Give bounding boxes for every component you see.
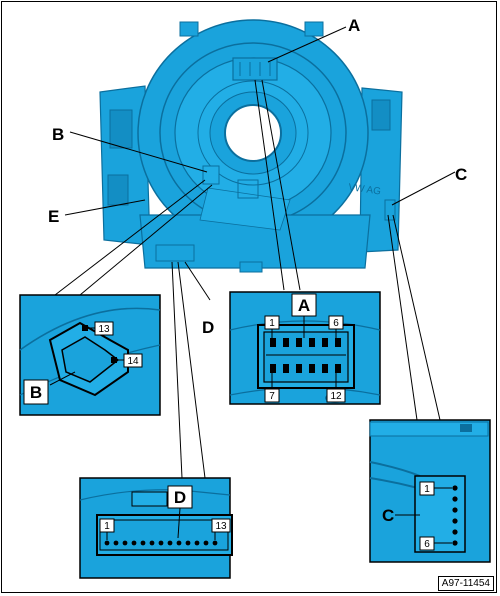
inset-b: 13 14 B <box>19 294 161 416</box>
inset-a-top-pins <box>270 338 341 347</box>
pin-label-1: 1 <box>104 521 110 532</box>
figure-number: A97-11454 <box>437 576 494 591</box>
pin-label-1: 1 <box>269 318 275 329</box>
callout-d: D <box>202 318 214 337</box>
callout-b: B <box>52 125 64 144</box>
inset-a: 1 6 7 12 A <box>229 291 381 405</box>
inset-a-bottom-pins <box>270 364 341 373</box>
inset-c-label: C <box>382 506 394 525</box>
callout-c: C <box>455 165 467 184</box>
inset-c: 1 6 C <box>369 419 491 563</box>
part-marking: VW AG <box>348 182 382 197</box>
inset-a-label: A <box>298 296 310 315</box>
pin-label-14: 14 <box>127 356 139 367</box>
pin-label-13: 13 <box>98 324 110 335</box>
pin-label-6: 6 <box>333 318 339 329</box>
pin-label-12: 12 <box>330 391 342 402</box>
leader-lines <box>54 26 456 479</box>
inset-b-label: B <box>30 383 42 402</box>
inset-d-label: D <box>174 488 186 507</box>
pin-label-6: 6 <box>424 539 430 550</box>
inset-c-pin-column <box>452 485 458 546</box>
pin-label-1: 1 <box>424 484 430 495</box>
inset-d: 1 13 D <box>79 477 233 579</box>
clock-spring-body: VW AG <box>99 19 403 273</box>
inset-d-pin-row <box>104 540 218 546</box>
pin-label-7: 7 <box>269 391 275 402</box>
callout-a: A <box>348 16 360 35</box>
callout-e: E <box>48 207 59 226</box>
pin-label-13: 13 <box>215 521 227 532</box>
